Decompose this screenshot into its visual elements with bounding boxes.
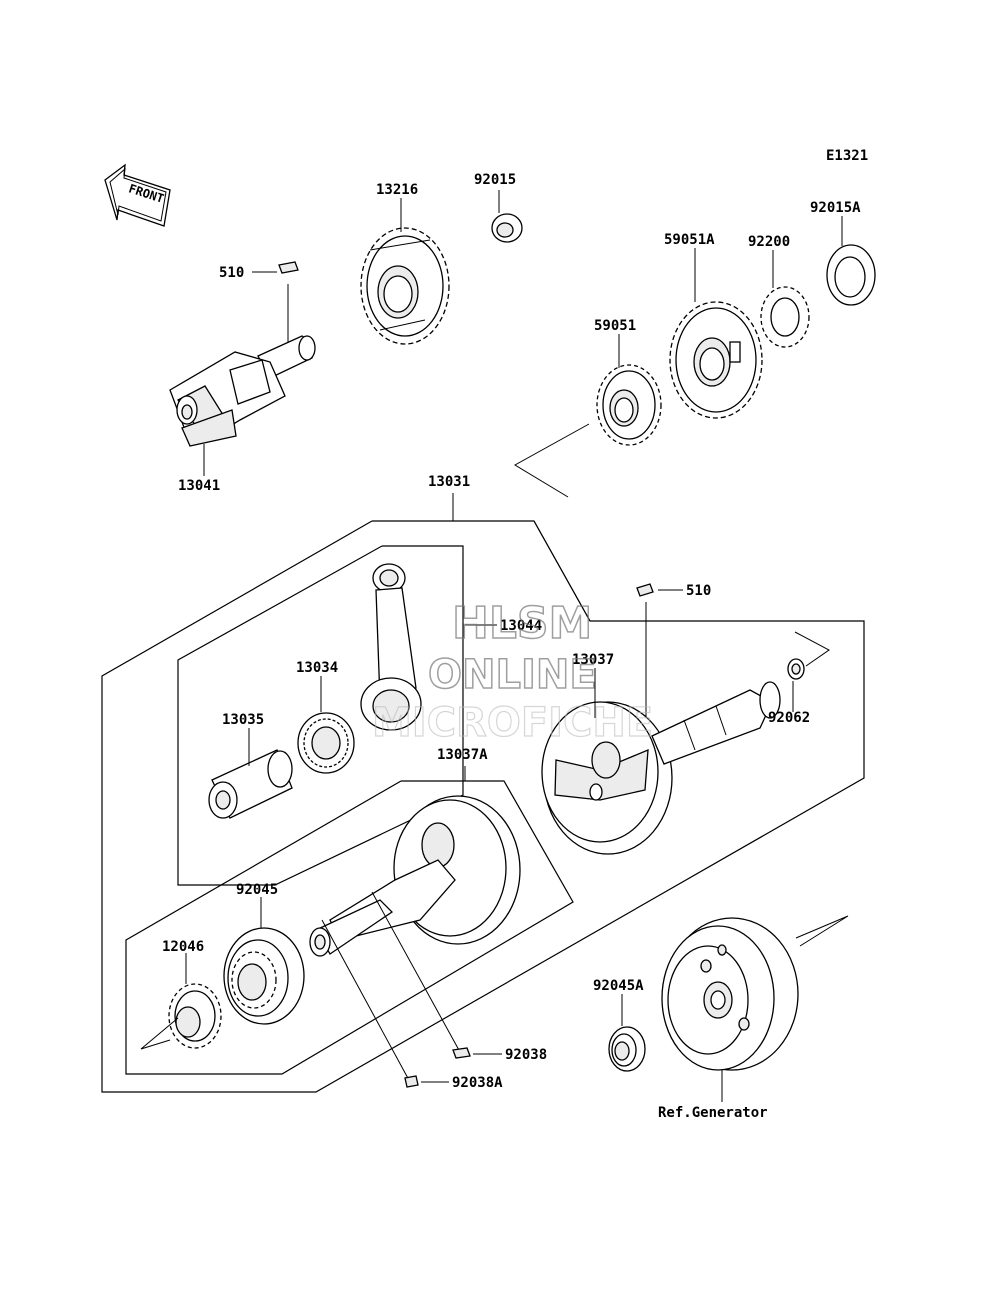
label-92038: 92038 [505,1047,547,1063]
label-13216: 13216 [376,182,418,198]
label-13035: 13035 [222,712,264,728]
oil-seal-92045A-icon [608,1026,646,1072]
crankshaft-13037A-icon [309,795,521,957]
nut-92015-icon [491,213,523,243]
watermark-line2: ONLINE [428,652,597,698]
gear-59051-icon [596,364,662,446]
subassembly-frame-connecting-rod [177,545,464,886]
label-59051: 59051 [594,318,636,334]
label-12046: 12046 [162,939,204,955]
key-510-top-icon [278,261,299,274]
key-510-mid-icon [636,583,654,597]
label-13031: 13031 [428,474,470,490]
label-ref-generator: Ref.Generator [658,1105,768,1121]
washer-92200-icon [760,286,810,348]
label-510-mid: 510 [686,583,711,599]
label-92062: 92062 [768,710,810,726]
label-92015A: 92015A [810,200,861,216]
front-arrow-icon: FRONT [104,163,171,227]
generator-rotor-icon [661,917,799,1071]
balancer-13041-icon [169,284,316,447]
label-13044: 13044 [500,618,542,634]
needle-bearing-13034-icon [297,712,355,774]
gear-59051A-icon [669,301,763,419]
nut-92015A-icon [826,244,876,306]
label-92200: 92200 [748,234,790,250]
watermark-line1: HLSM [452,598,592,649]
crank-pin-13035-icon [208,749,293,819]
subassembly-frame-crank-13037A [125,780,574,1075]
label-92038A: 92038A [452,1075,503,1091]
diagram-code: E1321 [826,148,868,164]
label-13034: 13034 [296,660,338,676]
label-510-top: 510 [219,265,244,281]
label-59051A: 59051A [664,232,715,248]
ball-bearing-92045-icon [223,927,305,1025]
label-92015: 92015 [474,172,516,188]
connecting-rod-13044-icon [360,563,422,731]
label-92045A: 92045A [593,978,644,994]
sprocket-12046-icon [168,983,222,1049]
label-13037A: 13037A [437,747,488,763]
label-13041: 13041 [178,478,220,494]
key-92038-icon [452,1047,471,1059]
label-92045: 92045 [236,882,278,898]
crankshaft-13037-icon [541,681,781,855]
watermark-line3: MICROFICHE [372,700,653,746]
key-92038A-icon [404,1075,419,1088]
gear-13216-icon [360,227,450,345]
label-13037: 13037 [572,652,614,668]
plug-92062-icon [787,658,805,680]
